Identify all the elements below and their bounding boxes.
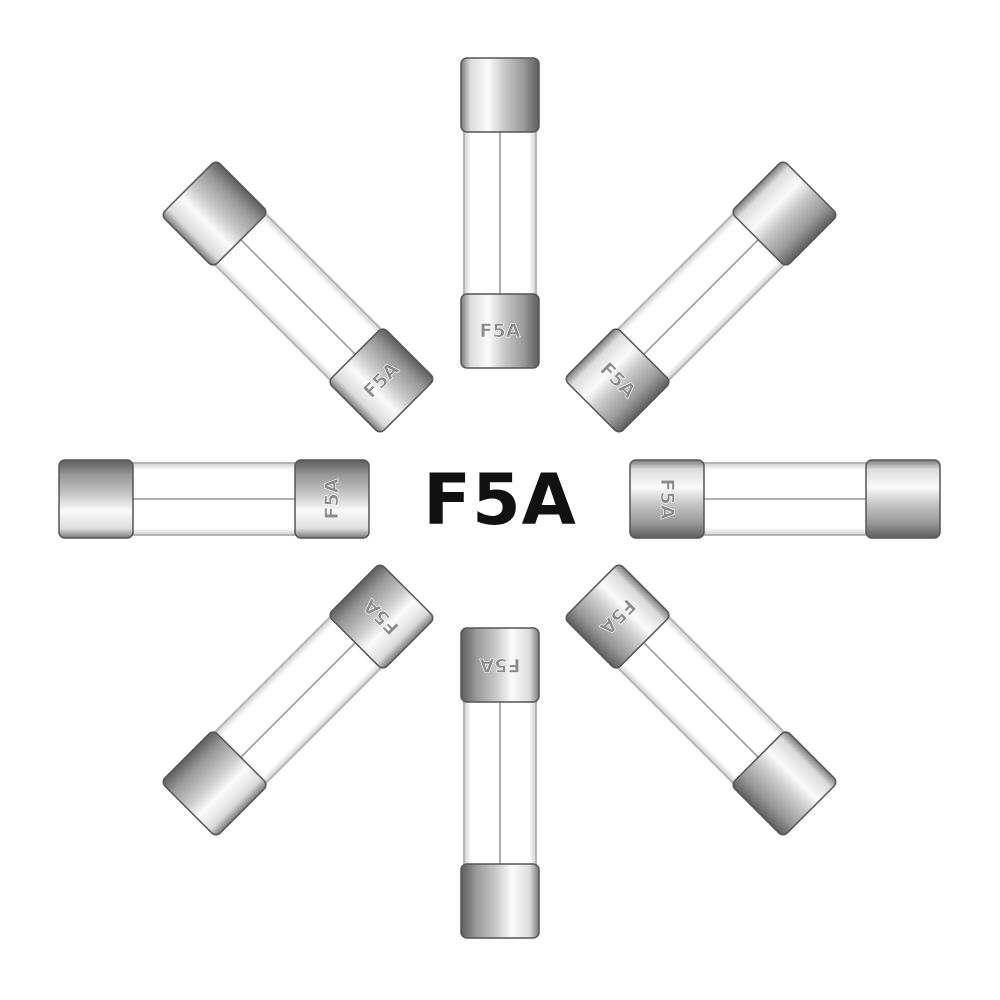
end-cap-outer <box>565 564 670 669</box>
end-cap-inner <box>460 863 540 939</box>
end-cap-outer <box>460 627 540 703</box>
end-cap-inner <box>162 731 267 836</box>
cap-marking: F5A <box>321 478 343 519</box>
end-cap-outer <box>329 564 434 669</box>
end-cap-outer <box>294 459 370 539</box>
end-cap-inner <box>865 459 941 539</box>
end-cap-outer <box>460 293 540 369</box>
end-cap-inner <box>732 161 837 266</box>
glass-fuse: F5A <box>565 564 837 836</box>
cap-marking: F5A <box>479 654 520 676</box>
end-cap-outer <box>565 328 670 433</box>
glass-fuse: F5A <box>460 627 540 939</box>
fuse-filament <box>643 239 759 355</box>
glass-fuse: F5A <box>162 564 434 836</box>
end-cap-inner <box>460 57 540 133</box>
glass-fuse: F5A <box>629 459 941 539</box>
fuse-filament <box>643 642 759 758</box>
end-cap-inner <box>162 161 267 266</box>
glass-fuse: F5A <box>565 161 837 433</box>
end-cap-inner <box>732 731 837 836</box>
fuse-filament <box>240 239 356 355</box>
cap-marking: F5A <box>480 320 521 342</box>
end-cap-outer <box>629 459 705 539</box>
glass-fuse: F5A <box>58 459 370 539</box>
center-rating-label: F5A <box>423 459 577 541</box>
glass-fuse: F5A <box>460 57 540 369</box>
glass-fuse: F5A <box>162 161 434 433</box>
end-cap-outer <box>329 328 434 433</box>
cap-marking: F5A <box>656 479 678 520</box>
fuse-filament <box>240 642 356 758</box>
end-cap-inner <box>58 459 134 539</box>
